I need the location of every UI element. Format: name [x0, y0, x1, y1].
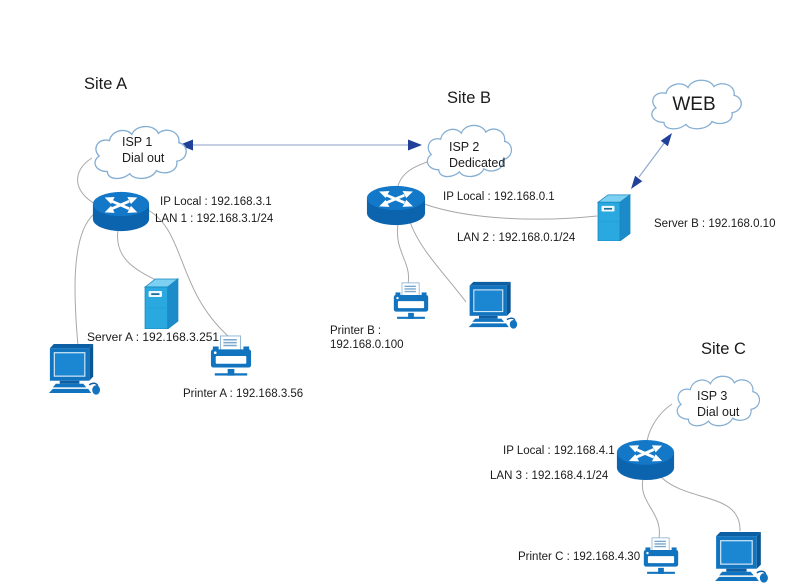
router-a-ip-label: IP Local : 192.168.3.1	[160, 196, 272, 208]
site-c-title: Site C	[701, 340, 746, 358]
isp3-line2: Dial out	[697, 405, 740, 419]
web-cloud-label: WEB	[672, 94, 716, 115]
edge-router-c-printer-c	[641, 478, 660, 539]
printer-b-label-line2: 192.168.0.100	[330, 338, 404, 351]
edge-router-b-printer-b	[396, 223, 410, 285]
edge-web-server-b-arrow	[631, 133, 672, 189]
printer-b-icon	[393, 282, 429, 320]
router-b-ip-label: IP Local : 192.168.0.1	[443, 191, 555, 203]
isp2-line1: ISP 2	[449, 140, 480, 154]
isp2-cloud-label: ISP 2 Dedicated	[449, 139, 505, 171]
isp2-line2: Dedicated	[449, 156, 506, 170]
site-a-title: Site A	[84, 75, 128, 93]
isp3-line1: ISP 3	[697, 389, 728, 403]
server-b-label: Server B : 192.168.0.10	[654, 218, 776, 230]
arrowhead-up-icon	[660, 133, 672, 147]
isp1-cloud-label: ISP 1 Dial out	[122, 134, 164, 166]
printer-b-label: Printer B : 192.168.0.100	[330, 325, 404, 352]
lan-c-label: LAN 3 : 192.168.4.1/24	[490, 470, 609, 482]
edge-router-b-isp2	[397, 160, 431, 187]
edge-computer-a-router-a	[74, 213, 95, 347]
server-a-icon	[144, 278, 179, 329]
router-a-icon	[92, 191, 150, 232]
printer-b-label-line1: Printer B :	[330, 325, 382, 337]
printer-a-label: Printer A : 192.168.3.56	[183, 388, 304, 400]
edge-router-b-server-b	[423, 203, 598, 220]
isp1-line2: Dial out	[122, 151, 165, 165]
edge-router-a-server-a	[117, 229, 159, 282]
server-a-label: Server A : 192.168.3.251	[87, 330, 220, 344]
lan-a-label: LAN 1 : 192.168.3.1/24	[155, 213, 274, 225]
router-c-icon	[616, 439, 675, 481]
edge-router-c-computer-c	[660, 476, 741, 532]
server-b-icon	[597, 194, 631, 241]
computer-c-icon	[714, 531, 769, 583]
arrowhead-left-icon	[179, 139, 193, 151]
router-c-ip-label: IP Local : 192.168.4.1	[503, 445, 615, 457]
edge-router-a-isp1	[77, 157, 98, 206]
arrowhead-right-icon	[408, 139, 422, 151]
computer-a-icon	[48, 343, 101, 395]
isp3-cloud-label: ISP 3 Dial out	[697, 388, 739, 420]
edge-router-a-printer-a	[147, 209, 229, 337]
edge-isp1-isp2-arrow	[179, 139, 422, 151]
computer-b-icon	[467, 281, 518, 329]
edge-router-c-isp3	[646, 403, 673, 442]
lan-b-label: LAN 2 : 192.168.0.1/24	[457, 232, 576, 244]
printer-c-label: Printer C : 192.168.4.30	[518, 551, 641, 563]
printer-c-icon	[643, 537, 679, 575]
isp1-line1: ISP 1	[122, 135, 153, 149]
site-b-title: Site B	[447, 89, 492, 107]
router-b-icon	[366, 185, 426, 226]
arrowhead-down-icon	[631, 175, 643, 189]
edge-router-b-computer-b	[409, 221, 467, 303]
